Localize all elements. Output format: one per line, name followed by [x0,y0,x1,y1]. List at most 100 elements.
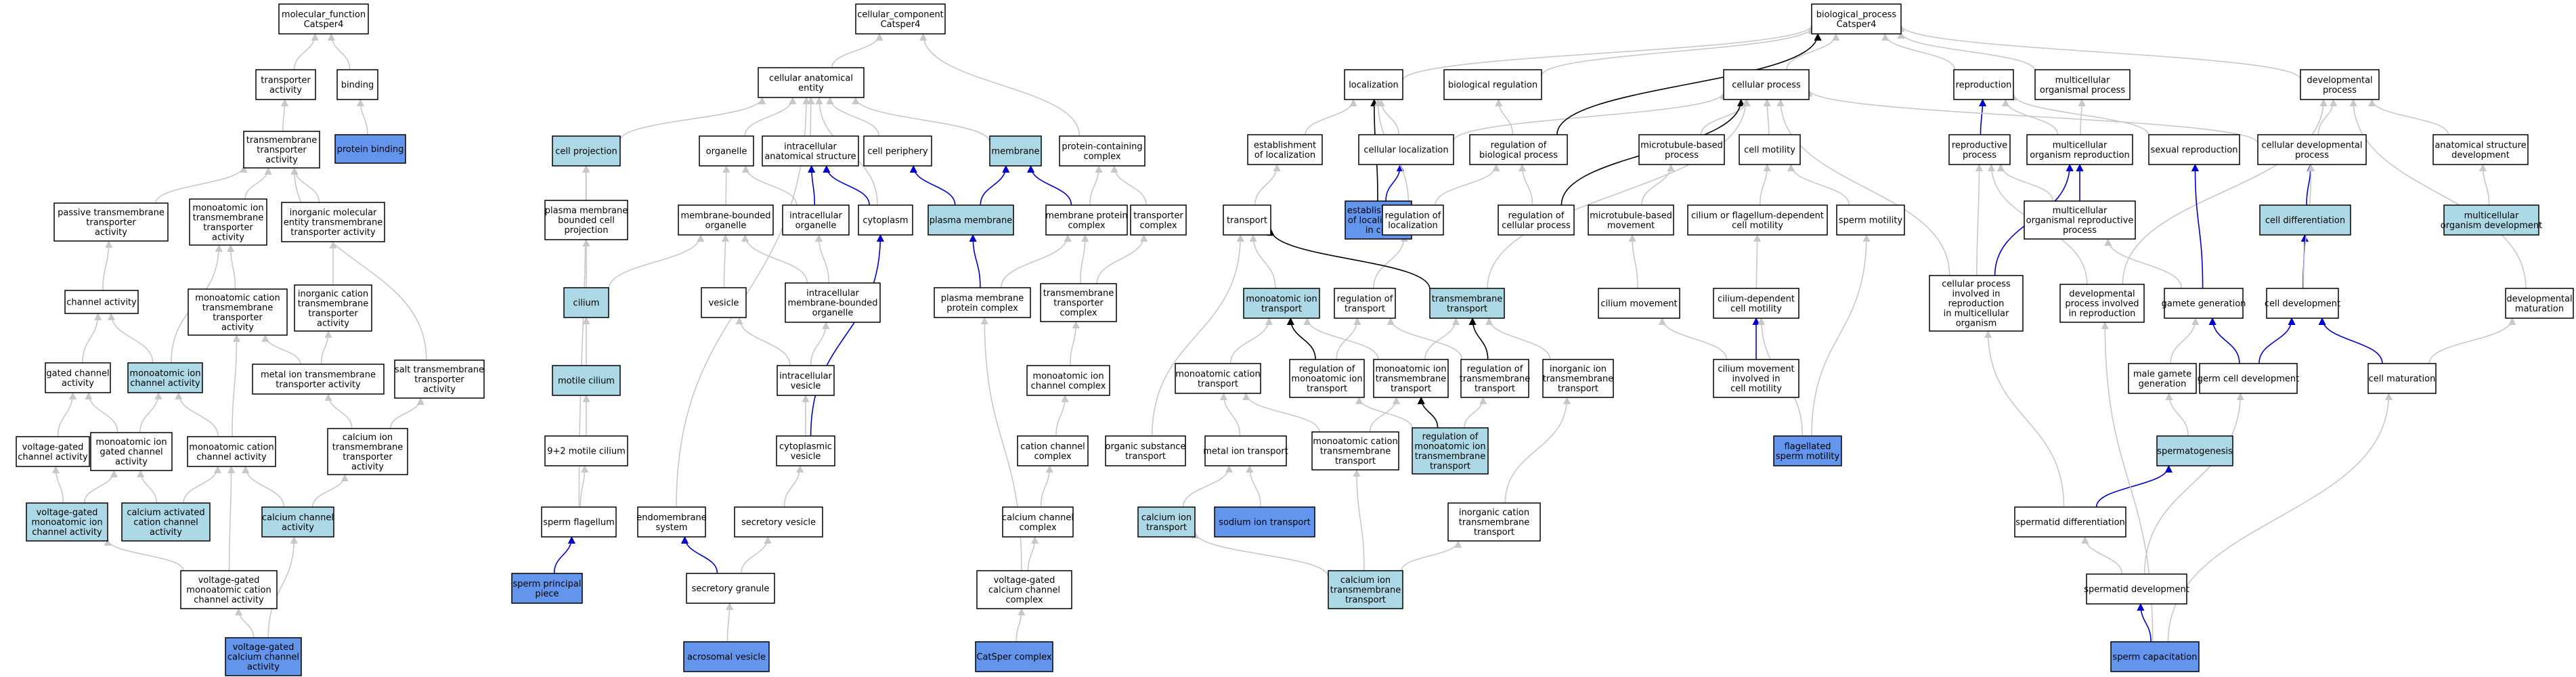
node-catsper-complex[interactable]: CatSper complex [975,641,1053,672]
node-plasma-membrane[interactable]: plasma membrane [927,204,1014,236]
node-germ-cell-development[interactable]: germ cell development [2198,363,2299,394]
node-mono-ion-tm[interactable]: monoatomic iontransmembranetransporterac… [189,198,267,246]
node-cell-projection[interactable]: cell projection [552,135,621,167]
node-protein-binding[interactable]: protein binding [334,134,406,164]
node-acrosomal-vesicle[interactable]: acrosomal vesicle [683,641,770,672]
node-sperm-flagellum[interactable]: sperm flagellum [541,506,617,538]
node-spermatogenesis[interactable]: spermatogenesis [2156,435,2233,466]
node-motile-cilium[interactable]: motile cilium [552,365,621,396]
node-reproduction[interactable]: reproduction [1953,69,2014,100]
node-calcium-ion-tm[interactable]: calcium iontransmembranetransporteractiv… [327,428,408,475]
node-spermatid-differentiation[interactable]: spermatid differentiation [2014,506,2126,538]
node-sperm-capacitation[interactable]: sperm capacitation [2110,641,2200,672]
node-cellular-localization[interactable]: cellular localization [1358,134,1454,165]
node-cell-differentiation[interactable]: cell differentiation [2259,204,2351,236]
node-channel-activity[interactable]: channel activity [64,290,139,314]
node-spermatid-development[interactable]: spermatid development [2084,573,2189,605]
node-nine-two-cilium[interactable]: 9+2 motile cilium [544,435,628,466]
node-secretory-granule[interactable]: secretory granule [686,573,775,604]
node-binding[interactable]: binding [336,69,378,100]
node-membrane[interactable]: membrane [989,135,1042,167]
node-vesicle[interactable]: vesicle [701,287,747,318]
node-gamete-generation[interactable]: gamete generation [2162,288,2246,319]
node-localization[interactable]: localization [1344,69,1403,100]
node-cell-maturation[interactable]: cell maturation [2367,363,2437,394]
node-mono-cation-tm[interactable]: monoatomic cationtransmembranetransporte… [188,288,288,336]
node-transport[interactable]: transport [1223,204,1271,236]
node-sperm-motility[interactable]: sperm motility [1836,204,1905,236]
node-cilium[interactable]: cilium [563,287,609,318]
node-organelle[interactable]: organelle [699,135,754,167]
node-cellular-process[interactable]: cellular process [1723,69,1810,100]
node-cilium-movement[interactable]: cilium movement [1598,288,1680,319]
